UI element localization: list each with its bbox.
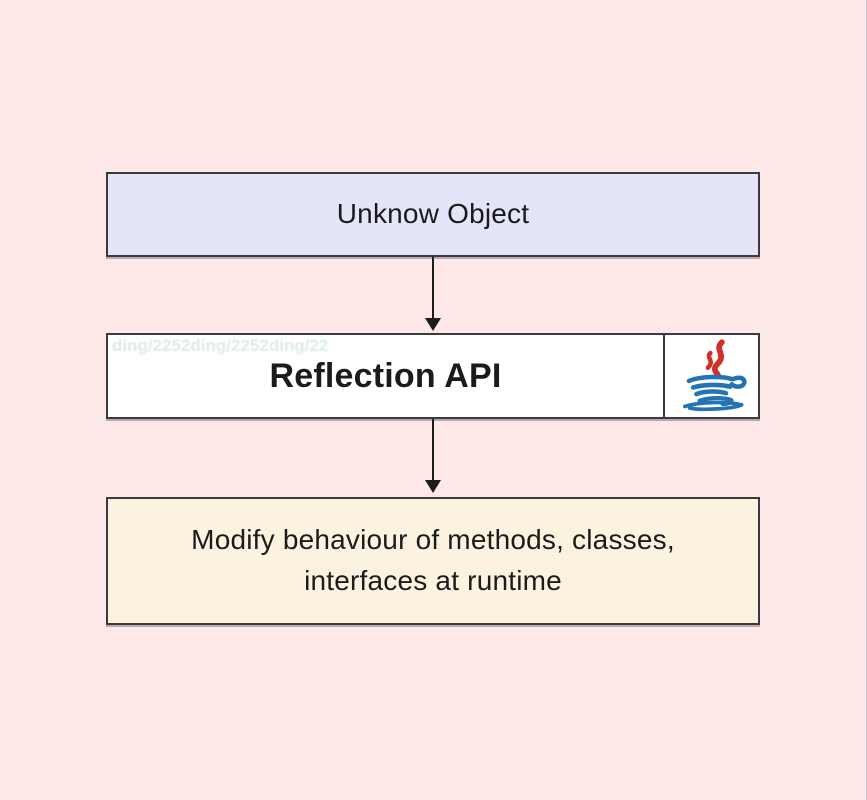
reflection-api-label: Reflection API: [269, 356, 502, 395]
arrow-unknown-to-reflection: [425, 257, 441, 331]
reflection-api-text-cell: ding/2252ding/2252ding/22 Reflection API: [108, 335, 663, 417]
arrow-head-icon: [425, 318, 441, 331]
node-modify-behaviour: Modify behaviour of methods, classes, in…: [106, 497, 760, 625]
watermark-artifact: ding/2252ding/2252ding/22: [112, 336, 329, 355]
arrow-shaft: [432, 419, 434, 481]
arrow-reflection-to-modify: [425, 419, 441, 493]
arrow-head-icon: [425, 480, 441, 493]
java-logo-cell: [663, 335, 758, 417]
unknown-object-label: Unknow Object: [336, 198, 530, 230]
node-reflection-api: ding/2252ding/2252ding/22 Reflection API: [106, 333, 760, 419]
java-logo-icon: [682, 339, 747, 412]
modify-behaviour-label: Modify behaviour of methods, classes, in…: [191, 524, 675, 596]
node-unknown-object: Unknow Object: [106, 172, 760, 257]
arrow-shaft: [432, 257, 434, 319]
